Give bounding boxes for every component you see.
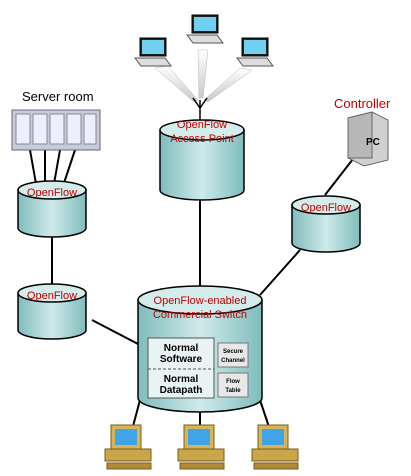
normal-datapath-label-1: Normal xyxy=(164,374,199,385)
desktop-pc-icon xyxy=(177,424,225,470)
normal-software-label-1: Normal xyxy=(164,343,199,354)
secure-channel-label-2: Channel xyxy=(221,358,245,364)
controller-label: Controller xyxy=(334,96,391,111)
desktop-pc-icon xyxy=(251,424,299,470)
laptop-icon xyxy=(186,14,224,44)
openflow-cylinder-left-lower: OpenFlow xyxy=(17,283,87,340)
access-point-label-2: Access Point xyxy=(170,133,234,145)
normal-datapath-label-2: Datapath xyxy=(160,385,203,396)
flow-table-label-2: Table xyxy=(225,388,241,394)
openflow-right-label: OpenFlow xyxy=(301,202,351,214)
laptop-icon xyxy=(134,37,172,67)
openflow-left-lower-label: OpenFlow xyxy=(27,290,77,302)
server-rack-icon xyxy=(11,109,101,151)
secure-channel-label-1: Secure xyxy=(223,349,244,355)
openflow-left-upper-label: OpenFlow xyxy=(27,187,77,199)
access-point-cylinder: OpenFlow Access Point xyxy=(159,119,245,201)
wifi-beams xyxy=(154,49,253,103)
openflow-cylinder-left-upper: OpenFlow xyxy=(17,180,87,238)
desktop-pc-icon xyxy=(104,424,152,470)
switch-label-1: OpenFlow-enabled xyxy=(154,295,247,307)
server-room-label: Server room xyxy=(22,89,94,104)
pc-tower-icon: PC xyxy=(347,111,389,167)
switch-label-2: Commercial Switch xyxy=(153,309,247,321)
access-point-label-1: OpenFlow xyxy=(177,119,227,131)
laptop-icon xyxy=(236,37,274,67)
normal-software-label-2: Software xyxy=(160,354,203,365)
commercial-switch-cylinder: OpenFlow-enabled Commercial Switch Norma… xyxy=(137,285,263,413)
flow-table-label-1: Flow xyxy=(226,379,240,385)
openflow-cylinder-right: OpenFlow xyxy=(291,195,361,253)
pc-label: PC xyxy=(366,137,380,148)
